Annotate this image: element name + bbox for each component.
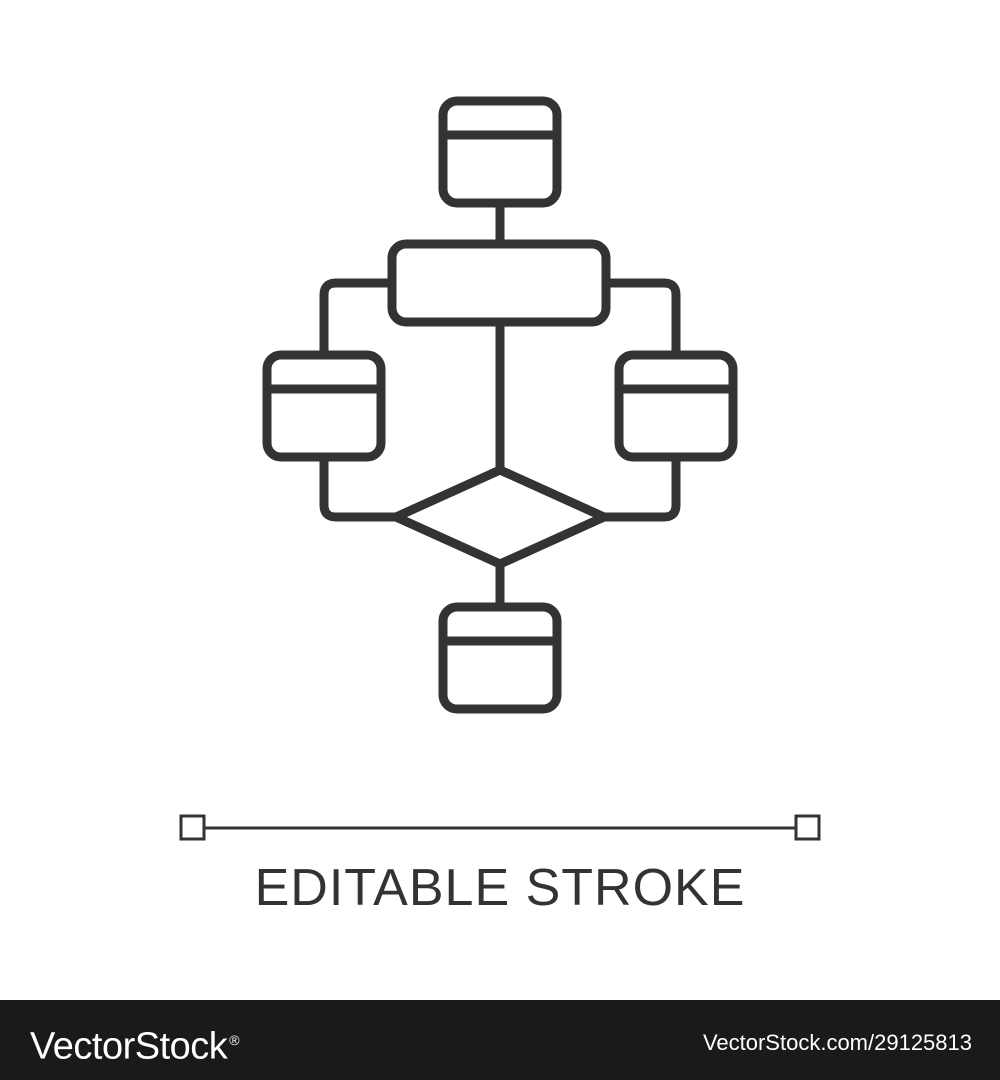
vectorstock-logo: VectorStock® <box>30 1018 240 1069</box>
connector-right-upper <box>601 278 681 360</box>
caption-text: EDITABLE STROKE <box>254 859 746 917</box>
image-canvas: EDITABLE STROKE <box>179 96 821 917</box>
stroke-handle-left <box>179 814 206 841</box>
connector-right-lower <box>599 452 681 522</box>
connector-left-upper <box>319 278 397 360</box>
logo-mark: ® <box>229 1032 240 1048</box>
stroke-handle-right <box>794 814 821 841</box>
connector-left-lower <box>319 452 401 522</box>
logo-text: VectorStock <box>30 1025 228 1068</box>
image-id-text: VectorStock.com/29125813 <box>702 1030 972 1055</box>
flowchart-icon <box>262 96 738 714</box>
end-box <box>438 602 562 714</box>
editable-stroke-line <box>179 814 821 841</box>
footer-bar: VectorStock® VectorStock.com/29125813 <box>0 1000 1000 1080</box>
